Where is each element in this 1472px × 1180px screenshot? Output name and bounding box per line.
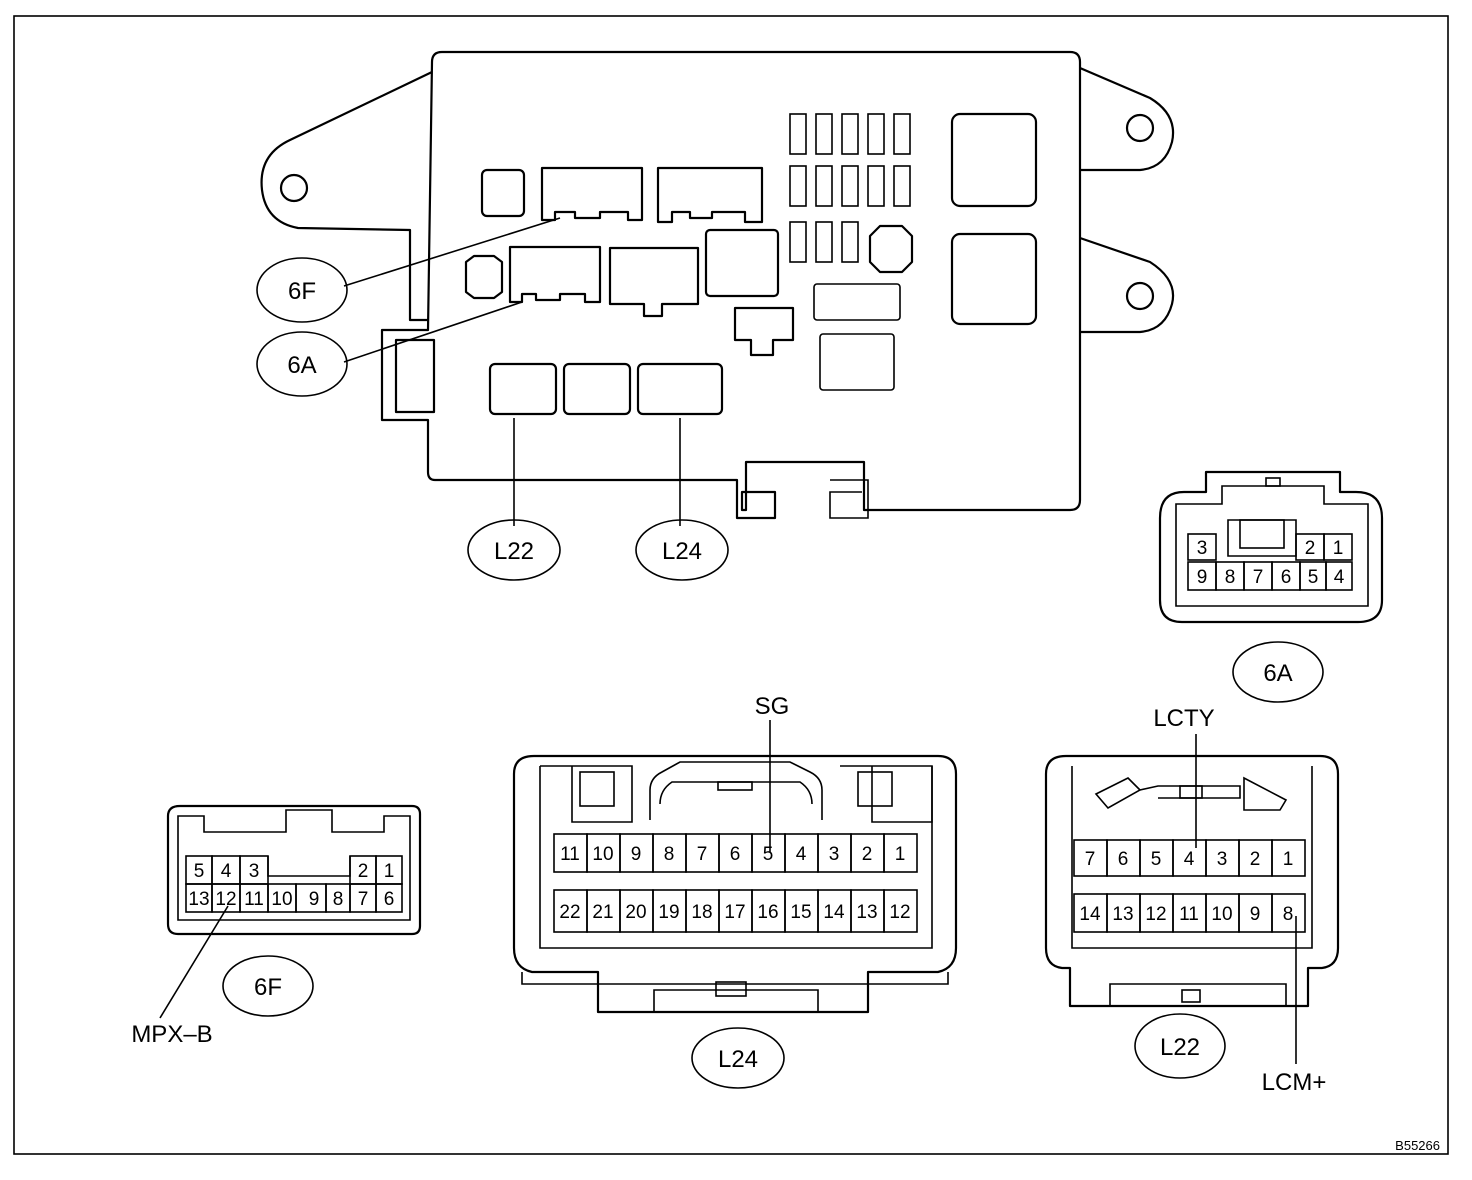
pin-L22-10: 10 [1211, 904, 1232, 925]
pin-L24-19: 19 [658, 902, 679, 923]
pin-L24-15: 15 [790, 902, 811, 923]
pin-6A-6: 6 [1281, 567, 1292, 588]
pin-grid-6F: 5 4 3 2 1 13 12 11 10 9 8 7 6 [185, 855, 403, 913]
connector-label-L22: L22 [1160, 1034, 1200, 1061]
callout-L24: L24 [662, 538, 702, 565]
mount-hole-right-upper [1125, 113, 1155, 143]
junction-block: 6F 6A L22 L24 [256, 50, 1175, 581]
pin-L24-16: 16 [757, 902, 778, 923]
pin-grid-6A: 3 2 1 9 8 7 6 5 4 [1187, 533, 1353, 591]
pin-L24-17: 17 [724, 902, 745, 923]
connector-label-6A: 6A [1263, 660, 1292, 687]
pin-6F-6: 6 [384, 889, 395, 910]
pin-6F-10: 10 [271, 889, 292, 910]
pin-6F-7: 7 [358, 889, 369, 910]
pin-L24-6: 6 [730, 844, 741, 865]
pin-6F-9: 9 [309, 889, 320, 910]
fuse-array [789, 113, 911, 263]
pin-L24-21: 21 [592, 902, 613, 923]
signal-sg: SG [755, 693, 790, 720]
pin-6A-7: 7 [1253, 567, 1264, 588]
connector-6A: 3 2 1 9 8 7 6 5 4 6A [1158, 470, 1384, 703]
pin-L24-3: 3 [829, 844, 840, 865]
pin-6F-2: 2 [358, 861, 369, 882]
connector-label-6F: 6F [254, 974, 282, 1001]
pin-L22-11: 11 [1179, 904, 1199, 925]
pin-L24-5: 5 [763, 844, 774, 865]
pin-6A-9: 9 [1197, 567, 1208, 588]
pin-L24-12: 12 [889, 902, 910, 923]
mount-hole-left [279, 173, 309, 203]
pin-L22-14: 14 [1079, 904, 1101, 925]
pin-L24-4: 4 [796, 844, 807, 865]
pin-6A-1: 1 [1333, 538, 1344, 559]
pin-L24-14: 14 [823, 902, 845, 923]
pin-L22-9: 9 [1250, 904, 1261, 925]
pin-L22-6: 6 [1118, 849, 1129, 870]
pin-6A-5: 5 [1308, 567, 1319, 588]
figure-id: B55266 [1395, 1138, 1440, 1153]
pin-6A-2: 2 [1305, 538, 1316, 559]
pin-L24-8: 8 [664, 844, 675, 865]
mount-hole-right-lower [1125, 281, 1155, 311]
connector-L22: 7 6 5 4 3 2 1 14 13 12 11 10 9 [1044, 705, 1340, 1096]
pin-L22-8: 8 [1283, 904, 1294, 925]
signal-lcty: LCTY [1153, 705, 1214, 732]
pin-6F-5: 5 [194, 861, 205, 882]
pin-6F-11: 11 [244, 889, 264, 910]
pin-L24-20: 20 [625, 902, 646, 923]
pin-6F-4: 4 [221, 861, 232, 882]
callout-6F: 6F [288, 278, 316, 305]
pin-L22-4: 4 [1184, 849, 1195, 870]
connector-L24: 11 10 9 8 7 6 5 4 3 2 1 22 21 [512, 693, 958, 1089]
signal-mpx-b: MPX–B [131, 1021, 212, 1048]
pin-L22-1: 1 [1283, 849, 1294, 870]
pin-L24-7: 7 [697, 844, 708, 865]
pin-L24-11: 11 [560, 844, 580, 865]
pin-6F-8: 8 [333, 889, 344, 910]
connector-label-L24: L24 [718, 1046, 758, 1073]
pin-L22-2: 2 [1250, 849, 1261, 870]
pin-L24-1: 1 [895, 844, 906, 865]
pin-L24-22: 22 [559, 902, 580, 923]
pin-L24-13: 13 [856, 902, 877, 923]
pin-L22-12: 12 [1145, 904, 1166, 925]
pin-L24-18: 18 [691, 902, 712, 923]
pin-6F-1: 1 [384, 861, 395, 882]
diagram-frame [13, 15, 1449, 1155]
pin-L24-10: 10 [592, 844, 613, 865]
pin-6A-4: 4 [1334, 567, 1345, 588]
callout-L22: L22 [494, 538, 534, 565]
pin-6F-12: 12 [215, 889, 236, 910]
pin-6F-13: 13 [188, 889, 209, 910]
pin-grid-L24: 11 10 9 8 7 6 5 4 3 2 1 22 21 [553, 833, 918, 933]
pin-L22-5: 5 [1151, 849, 1162, 870]
pin-6A-8: 8 [1225, 567, 1236, 588]
connector-6F: 5 4 3 2 1 13 12 11 10 9 8 7 6 [131, 804, 422, 1048]
pin-L24-2: 2 [862, 844, 873, 865]
pin-6F-3: 3 [249, 861, 260, 882]
pin-L22-3: 3 [1217, 849, 1228, 870]
pin-L22-13: 13 [1112, 904, 1133, 925]
callout-6A: 6A [287, 352, 316, 379]
pin-L22-7: 7 [1085, 849, 1096, 870]
pin-6A-3: 3 [1197, 538, 1208, 559]
pin-L24-9: 9 [631, 844, 642, 865]
signal-lcm-plus: LCM+ [1262, 1069, 1327, 1096]
pin-grid-L22: 7 6 5 4 3 2 1 14 13 12 11 10 9 [1073, 839, 1306, 933]
